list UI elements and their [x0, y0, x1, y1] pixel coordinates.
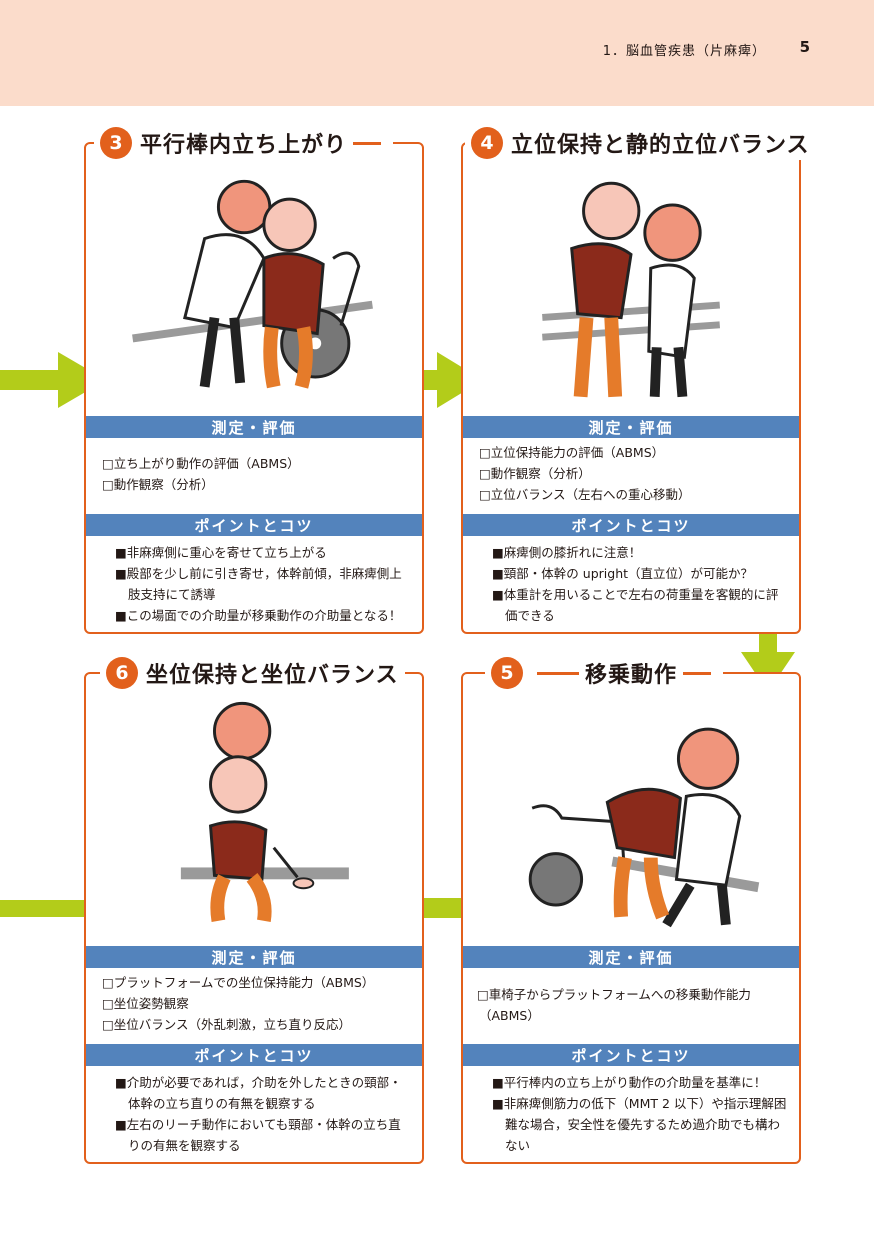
- point-item: ■殿部を少し前に引き寄せ，体幹前傾，非麻痺側上肢支持にて誘導: [115, 566, 402, 602]
- step-card-5: 5 移乗動作 測定・評価 □車椅子からプラットフォームへの移乗動作能力（ABMS…: [461, 656, 801, 1164]
- eval-item: □立位保持能力の評価（ABMS）: [479, 445, 665, 460]
- eval-item: □立ち上がり動作の評価（ABMS）: [102, 456, 300, 471]
- eval-list: □プラットフォームでの坐位保持能力（ABMS） □坐位姿勢観察 □坐位バランス（…: [102, 972, 412, 1035]
- eval-list: □立位保持能力の評価（ABMS） □動作観察（分析） □立位バランス（左右への重…: [479, 442, 789, 505]
- arrow-step3-to-step4: [397, 352, 485, 408]
- points-list: ■麻痺側の膝折れに注意！ ■頸部・体幹の upright（直立位）が可能か？ ■…: [492, 542, 789, 626]
- points-list: ■介助が必要であれば，介助を外したときの頸部・体幹の立ち直りの有無を観察する ■…: [115, 1072, 412, 1156]
- step-card-3: 3 平行棒内立ち上がり 測定・評価 □立ち上がり動作の評価（ABMS） □動作観…: [84, 126, 424, 634]
- illustration-sit-to-stand: [86, 168, 422, 414]
- step-number: 5: [491, 657, 523, 689]
- arrow-step6-onward: [0, 900, 108, 918]
- point-item: ■体重計を用いることで左右の荷重量を客観的に評価できる: [492, 587, 779, 623]
- eval-heading: 測定・評価: [86, 946, 422, 968]
- arrow-step4-to-step5: [739, 628, 797, 694]
- step-title: 立位保持と静的立位バランス: [511, 133, 810, 158]
- eval-item: □坐位姿勢観察: [102, 996, 189, 1011]
- eval-heading: 測定・評価: [463, 416, 799, 438]
- points-heading: ポイントとコツ: [86, 514, 422, 536]
- points-heading: ポイントとコツ: [463, 1044, 799, 1066]
- points-heading: ポイントとコツ: [86, 1044, 422, 1066]
- page-number: 5: [799, 38, 810, 56]
- card-title: 6 坐位保持と坐位バランス: [100, 656, 405, 690]
- point-item: ■介助が必要であれば，介助を外したときの頸部・体幹の立ち直りの有無を観察する: [115, 1075, 402, 1111]
- eval-item: □動作観察（分析）: [102, 477, 214, 492]
- card-title: 4 立位保持と静的立位バランス: [465, 126, 816, 160]
- points-list: ■非麻痺側に重心を寄せて立ち上がる ■殿部を少し前に引き寄せ，体幹前傾，非麻痺側…: [115, 542, 412, 626]
- eval-list: □車椅子からプラットフォームへの移乗動作能力（ABMS）: [477, 984, 789, 1026]
- illustration-standing-balance: [463, 168, 799, 414]
- page-header: 1．脳血管疾患（片麻痺） 5: [0, 0, 874, 106]
- chapter-title: 1．脳血管疾患（片麻痺）: [602, 44, 766, 59]
- eval-item: □動作観察（分析）: [479, 466, 591, 481]
- points-heading: ポイントとコツ: [463, 514, 799, 536]
- point-item: ■麻痺側の膝折れに注意！: [492, 545, 642, 560]
- card-title: 3 平行棒内立ち上がり: [94, 126, 394, 160]
- illustration-transfer: [463, 698, 799, 944]
- card-title: 5 移乗動作: [485, 656, 724, 690]
- point-item: ■非麻痺側に重心を寄せて立ち上がる: [115, 545, 327, 560]
- step-number: 4: [471, 127, 503, 159]
- title-rule: [353, 141, 382, 145]
- illustration-sitting-balance: [86, 698, 422, 944]
- point-item: ■頸部・体幹の upright（直立位）が可能か？: [492, 566, 754, 581]
- eval-list: □立ち上がり動作の評価（ABMS） □動作観察（分析）: [102, 453, 412, 495]
- step-card-4: 4 立位保持と静的立位バランス 測定・評価 □立位保持能力の評価（ABMS） □…: [461, 126, 816, 634]
- eval-item: □プラットフォームでの坐位保持能力（ABMS）: [102, 975, 375, 990]
- eval-item: □坐位バランス（外乱刺激，立ち直り反応）: [102, 1017, 352, 1032]
- step-number: 3: [100, 127, 132, 159]
- eval-item: □車椅子からプラットフォームへの移乗動作能力（ABMS）: [477, 987, 751, 1023]
- title-rule: [683, 671, 712, 675]
- step-title: 坐位保持と坐位バランス: [146, 663, 399, 688]
- eval-item: □立位バランス（左右への重心移動）: [479, 487, 691, 502]
- arrow-into-step3: [0, 352, 108, 408]
- step-title: 移乗動作: [585, 663, 678, 688]
- eval-heading: 測定・評価: [463, 946, 799, 968]
- title-rule: [537, 671, 579, 675]
- point-item: ■この場面での介助量が移乗動作の介助量となる！: [115, 608, 402, 623]
- step-number: 6: [106, 657, 138, 689]
- point-item: ■平行棒内の立ち上がり動作の介助量を基準に！: [492, 1075, 767, 1090]
- point-item: ■非麻痺側筋力の低下（MMT 2 以下）や指示理解困難な場合，安全性を優先するた…: [492, 1096, 787, 1153]
- eval-heading: 測定・評価: [86, 416, 422, 438]
- point-item: ■左右のリーチ動作においても頸部・体幹の立ち直りの有無を観察する: [115, 1117, 401, 1153]
- step-card-6: 6 坐位保持と坐位バランス 測定・評価 □プラットフォームでの坐位保持能力（AB…: [84, 656, 424, 1164]
- points-list: ■平行棒内の立ち上がり動作の介助量を基準に！ ■非麻痺側筋力の低下（MMT 2 …: [492, 1072, 789, 1156]
- step-title: 平行棒内立ち上がり: [140, 133, 348, 158]
